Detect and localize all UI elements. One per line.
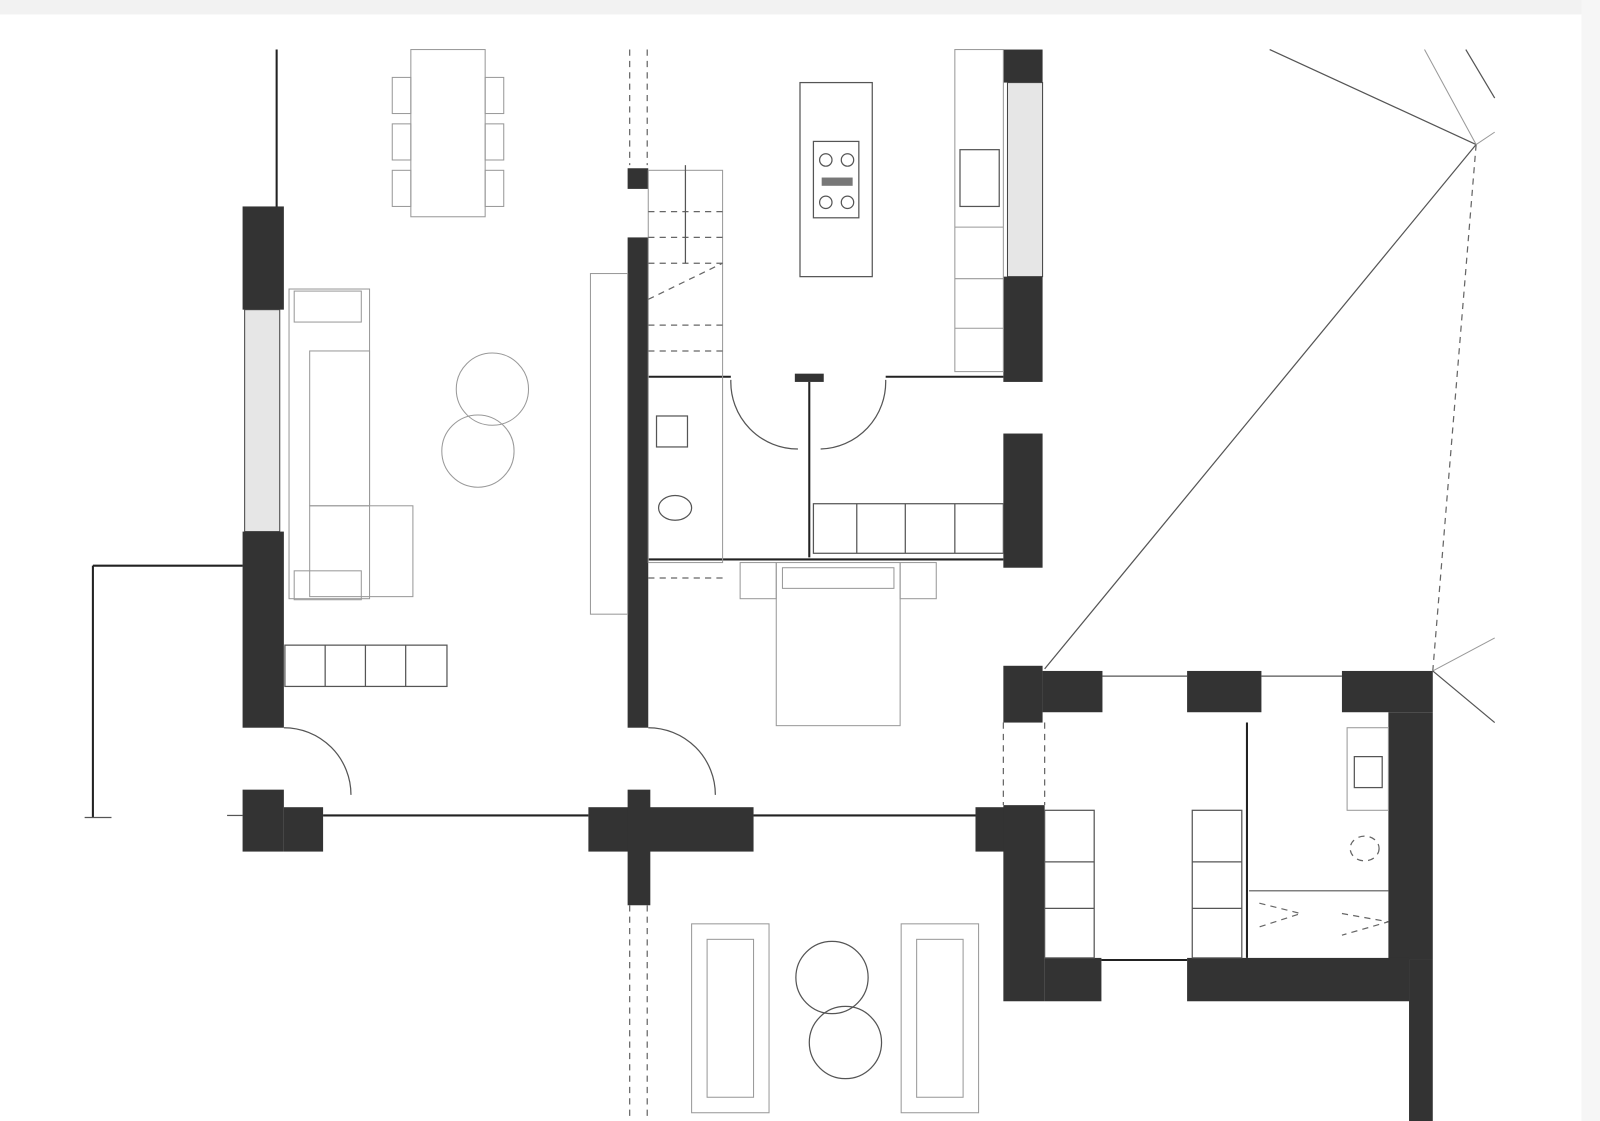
kitchen-counter (954, 49, 1004, 373)
wc (655, 415, 693, 521)
left-wall (242, 49, 324, 852)
bed (739, 503, 1004, 727)
glazing (323, 675, 1342, 962)
annex-fittings (1044, 722, 1389, 959)
top-frame-strip (0, 0, 1600, 15)
right-wall (975, 49, 1044, 852)
right-frame-strip (1581, 0, 1600, 1121)
fence (84, 564, 243, 819)
terrace-furniture (691, 923, 980, 1114)
partitions (648, 373, 1004, 561)
guide-lines (629, 49, 1046, 1121)
site-lines (1044, 48, 1496, 724)
staircase (647, 165, 724, 579)
living-sofa (284, 273, 629, 688)
annex-walls (1003, 670, 1433, 1121)
central-wall (588, 168, 754, 906)
doors (283, 379, 887, 795)
dining-table (391, 49, 505, 218)
kitchen-island (799, 81, 873, 278)
